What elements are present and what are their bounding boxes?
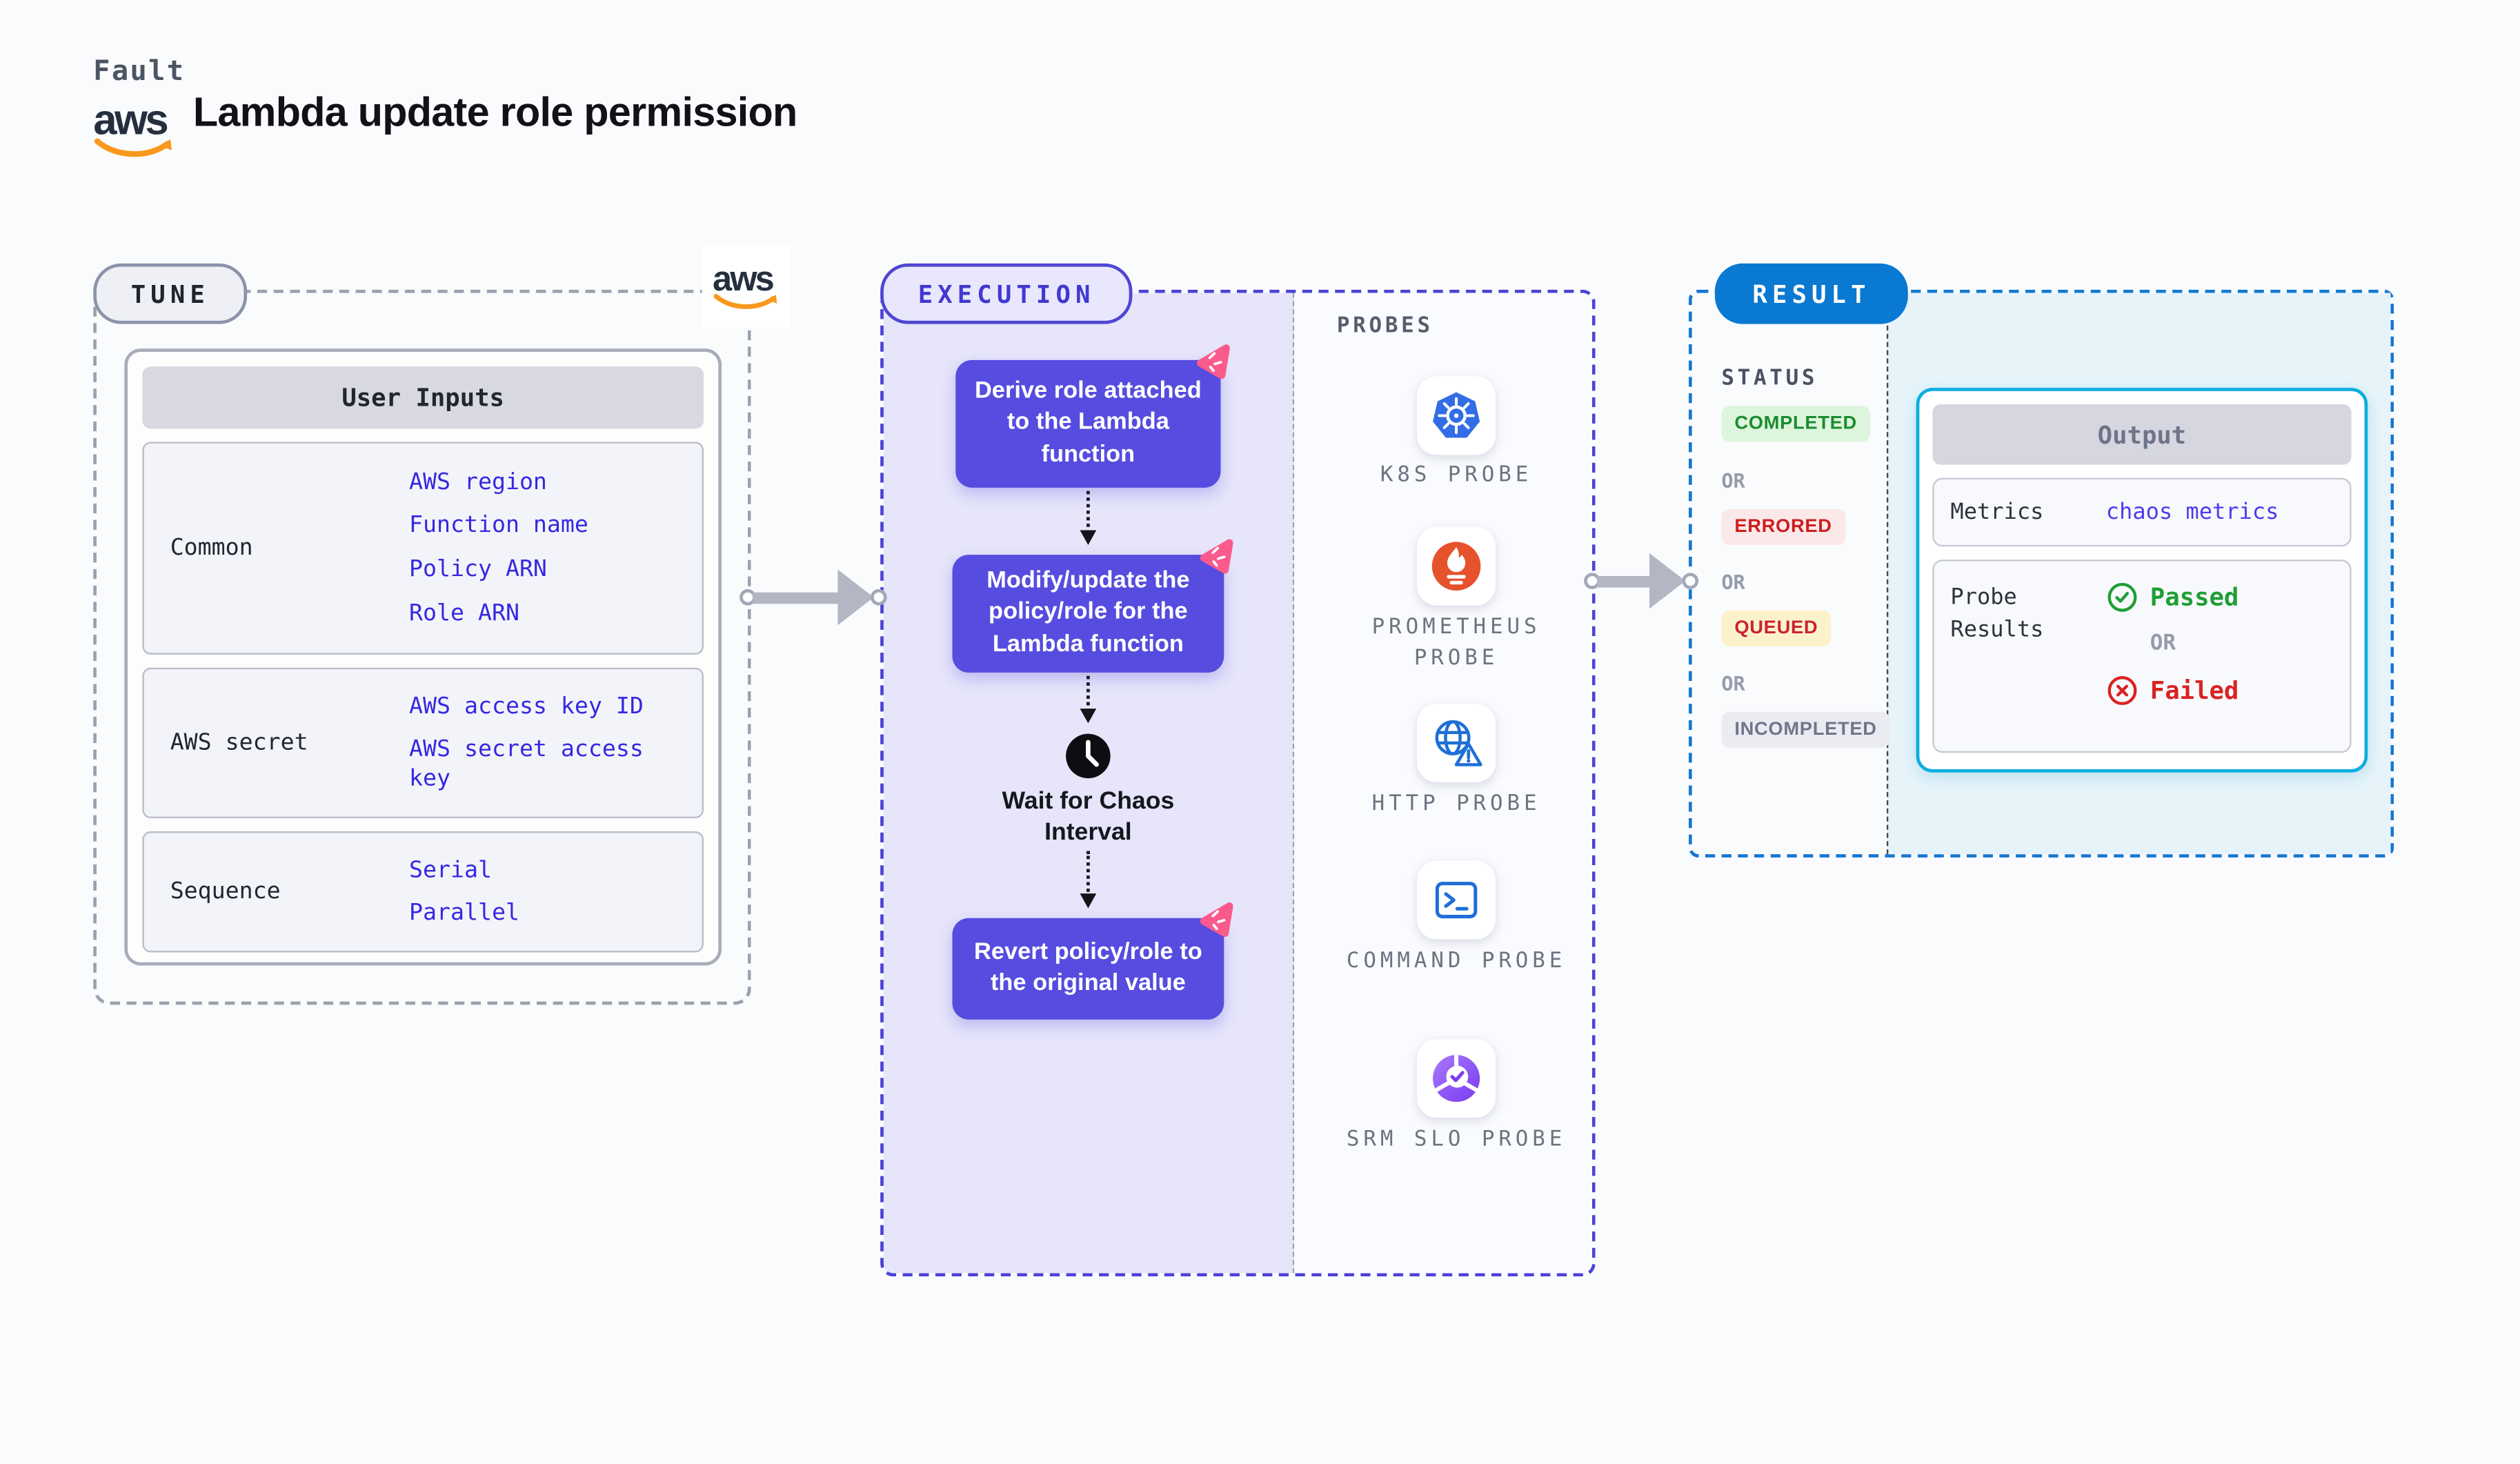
terminal-icon — [1435, 882, 1478, 919]
fault-eyebrow: Fault — [93, 55, 186, 89]
chaos-metrics-link[interactable]: chaos metrics — [2105, 499, 2279, 526]
row-label: Common — [170, 535, 253, 562]
result-pill: RESULT — [1714, 263, 1909, 324]
input-link-serial[interactable]: Serial — [409, 857, 492, 884]
or-label: OR — [2150, 631, 2176, 657]
status-badge-errored: ERRORED — [1721, 508, 1845, 545]
status-badge-completed: COMPLETED — [1721, 406, 1870, 442]
execution-pill: EXECUTION — [880, 263, 1133, 324]
failed-verdict: Failed — [2106, 674, 2239, 706]
probe-results-row: Probe Results Passed OR — [1932, 560, 2352, 753]
litmus-chaos-flag-icon — [1197, 344, 1230, 379]
input-link-function-name[interactable]: Function name — [409, 513, 588, 540]
status-badge-queued: QUEUED — [1721, 610, 1832, 646]
or-label: OR — [1721, 672, 1745, 696]
probe-label: PROMETHEUS PROBE — [1371, 615, 1541, 671]
aws-badge-text: aws — [713, 258, 775, 299]
flow-connector — [1080, 851, 1097, 909]
or-label: OR — [1721, 571, 1745, 595]
input-link-role-arn[interactable]: Role ARN — [409, 600, 519, 627]
clock-icon — [1064, 731, 1113, 780]
flow-connector — [1080, 675, 1097, 724]
result-section: STATUS COMPLETED OR ERRORED OR QUEUED OR… — [1688, 289, 2394, 858]
prometheus-flame-icon — [1431, 542, 1481, 591]
table-row-aws-secret: AWS secret AWS access key ID AWS secret … — [142, 667, 704, 818]
step-label: Modify/update the policy/role for the La… — [986, 568, 1190, 657]
aws-logo-text: aws — [93, 95, 168, 144]
metrics-row: Metrics chaos metrics — [1932, 477, 2352, 547]
probe-label: HTTP PROBE — [1371, 792, 1541, 817]
row-label: AWS secret — [170, 729, 308, 756]
execution-section: Derive role attached to the Lambda funct… — [880, 289, 1596, 1277]
probe-label: COMMAND PROBE — [1346, 949, 1567, 974]
kubernetes-icon — [1433, 392, 1480, 438]
or-label: OR — [1721, 469, 1745, 493]
tune-section — [93, 289, 751, 1005]
tune-pill: TUNE — [93, 263, 248, 324]
litmus-chaos-flag-icon — [1200, 902, 1233, 938]
wait-chaos-interval-label: Wait for Chaos Interval — [1002, 787, 1175, 846]
tune-to-execution-arrow — [736, 568, 893, 626]
step-derive-role: Derive role attached to the Lambda funct… — [955, 344, 1230, 488]
passed-label: Passed — [2150, 582, 2239, 613]
output-header: Output — [1932, 404, 2352, 465]
aws-logo: aws — [93, 98, 175, 160]
input-link-aws-region[interactable]: AWS region — [409, 468, 547, 495]
probe-results-label: Probe Results — [1950, 584, 2044, 644]
srm-slo-probe-card — [1417, 1039, 1496, 1118]
execution-to-result-arrow — [1580, 551, 1705, 610]
prometheus-probe-card — [1417, 526, 1496, 606]
user-inputs-header: User Inputs — [142, 366, 704, 429]
step-revert-policy: Revert policy/role to the original value — [952, 902, 1233, 1020]
probes-heading: PROBES — [1336, 314, 1433, 339]
input-link-parallel[interactable]: Parallel — [409, 900, 519, 927]
step-label: Derive role attached to the Lambda funct… — [974, 378, 1202, 468]
metrics-label: Metrics — [1950, 499, 2044, 526]
probe-label: K8S PROBE — [1380, 463, 1533, 488]
aws-badge: aws — [702, 245, 791, 328]
input-link-access-key-id[interactable]: AWS access key ID — [409, 693, 644, 720]
aws-smile-icon — [713, 293, 777, 309]
flow-connector — [1080, 491, 1097, 545]
globe-warning-icon — [1435, 720, 1482, 766]
http-probe-card — [1417, 703, 1496, 782]
aws-smile-icon — [94, 138, 172, 157]
step-label: Revert policy/role to the original value — [974, 939, 1202, 997]
x-circle-icon — [2107, 676, 2137, 705]
step-modify-policy: Modify/update the policy/role for the La… — [952, 539, 1233, 673]
input-link-policy-arn[interactable]: Policy ARN — [409, 557, 547, 584]
passed-verdict: Passed — [2106, 581, 2239, 613]
k8s-probe-card — [1417, 376, 1496, 455]
table-row-common: Common AWS region Function name Policy A… — [142, 442, 704, 655]
status-heading: STATUS — [1721, 366, 1818, 391]
page-title: Lambda update role permission — [192, 90, 797, 136]
input-link-secret-access-key[interactable]: AWS secret access key — [409, 735, 644, 793]
user-inputs-card: User Inputs Common AWS region Function n… — [124, 348, 722, 966]
check-circle-icon — [2107, 582, 2137, 612]
output-card: Output Metrics chaos metrics Probe Resul… — [1916, 388, 2368, 773]
table-row-sequence: Sequence Serial Parallel — [142, 831, 704, 953]
row-label: Sequence — [170, 878, 281, 905]
status-badge-incompleted: INCOMPLETED — [1721, 711, 1890, 749]
probe-label: SRM SLO PROBE — [1346, 1127, 1567, 1152]
command-probe-card — [1417, 860, 1496, 940]
litmus-chaos-flag-icon — [1200, 539, 1233, 574]
failed-label: Failed — [2150, 675, 2239, 706]
slo-donut-check-icon — [1433, 1055, 1480, 1102]
